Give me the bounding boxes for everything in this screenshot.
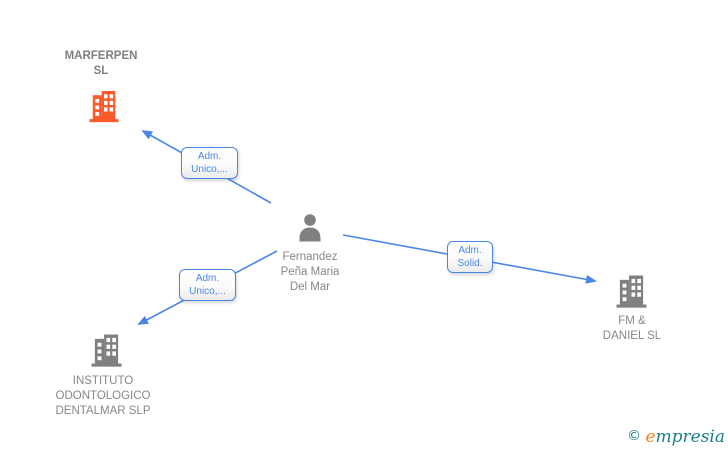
edge-label-adm-solid-fm-daniel[interactable]: Adm. Solid. bbox=[447, 241, 493, 273]
brand-name: empresia bbox=[645, 427, 725, 447]
company-label-fm-daniel: FM & DANIEL SL bbox=[552, 314, 712, 344]
person-icon bbox=[299, 214, 321, 242]
copyright-symbol: © bbox=[626, 428, 641, 444]
company-label-line: SL bbox=[93, 65, 109, 77]
edge-label-line: Adm. bbox=[195, 273, 220, 284]
person-name-line: Del Mar bbox=[289, 281, 331, 293]
company-label-line: MARFERPEN bbox=[64, 50, 138, 62]
person-name-line: Fernandez bbox=[282, 251, 338, 263]
building-icon bbox=[91, 334, 122, 367]
company-label-instituto: INSTITUTO ODONTOLOGICO DENTALMAR SLP bbox=[23, 374, 183, 419]
building-icon bbox=[89, 91, 119, 123]
edge-label-line: Unico,... bbox=[191, 164, 228, 175]
company-label-line: ODONTOLOGICO bbox=[55, 390, 151, 402]
company-node-instituto[interactable] bbox=[91, 333, 122, 367]
company-label-line: DENTALMAR SLP bbox=[55, 405, 151, 417]
company-label-line: FM & bbox=[618, 315, 646, 327]
edge-label-adm-unico-instituto[interactable]: Adm. Unico,... bbox=[179, 269, 236, 301]
company-label-line: DANIEL SL bbox=[602, 330, 662, 342]
company-label-marferpen: MARFERPEN SL bbox=[21, 49, 181, 79]
person-label: Fernandez Peña Maria Del Mar bbox=[230, 250, 390, 295]
edge-label-adm-unico-marferpen[interactable]: Adm. Unico,... bbox=[181, 147, 238, 179]
company-node-fm-daniel[interactable] bbox=[616, 274, 647, 308]
edge-label-line: Solid. bbox=[457, 258, 483, 269]
edge-label-line: Adm. bbox=[197, 151, 222, 162]
edge-label-line: Unico,... bbox=[189, 286, 226, 297]
empresia-logo: © empresia bbox=[627, 428, 725, 447]
building-icon bbox=[616, 275, 647, 308]
edge-label-line: Adm. bbox=[458, 245, 482, 256]
company-node-marferpen[interactable] bbox=[89, 89, 119, 123]
person-node[interactable] bbox=[297, 213, 323, 242]
person-name-line: Peña Maria bbox=[280, 266, 340, 278]
company-label-line: INSTITUTO bbox=[72, 375, 134, 387]
